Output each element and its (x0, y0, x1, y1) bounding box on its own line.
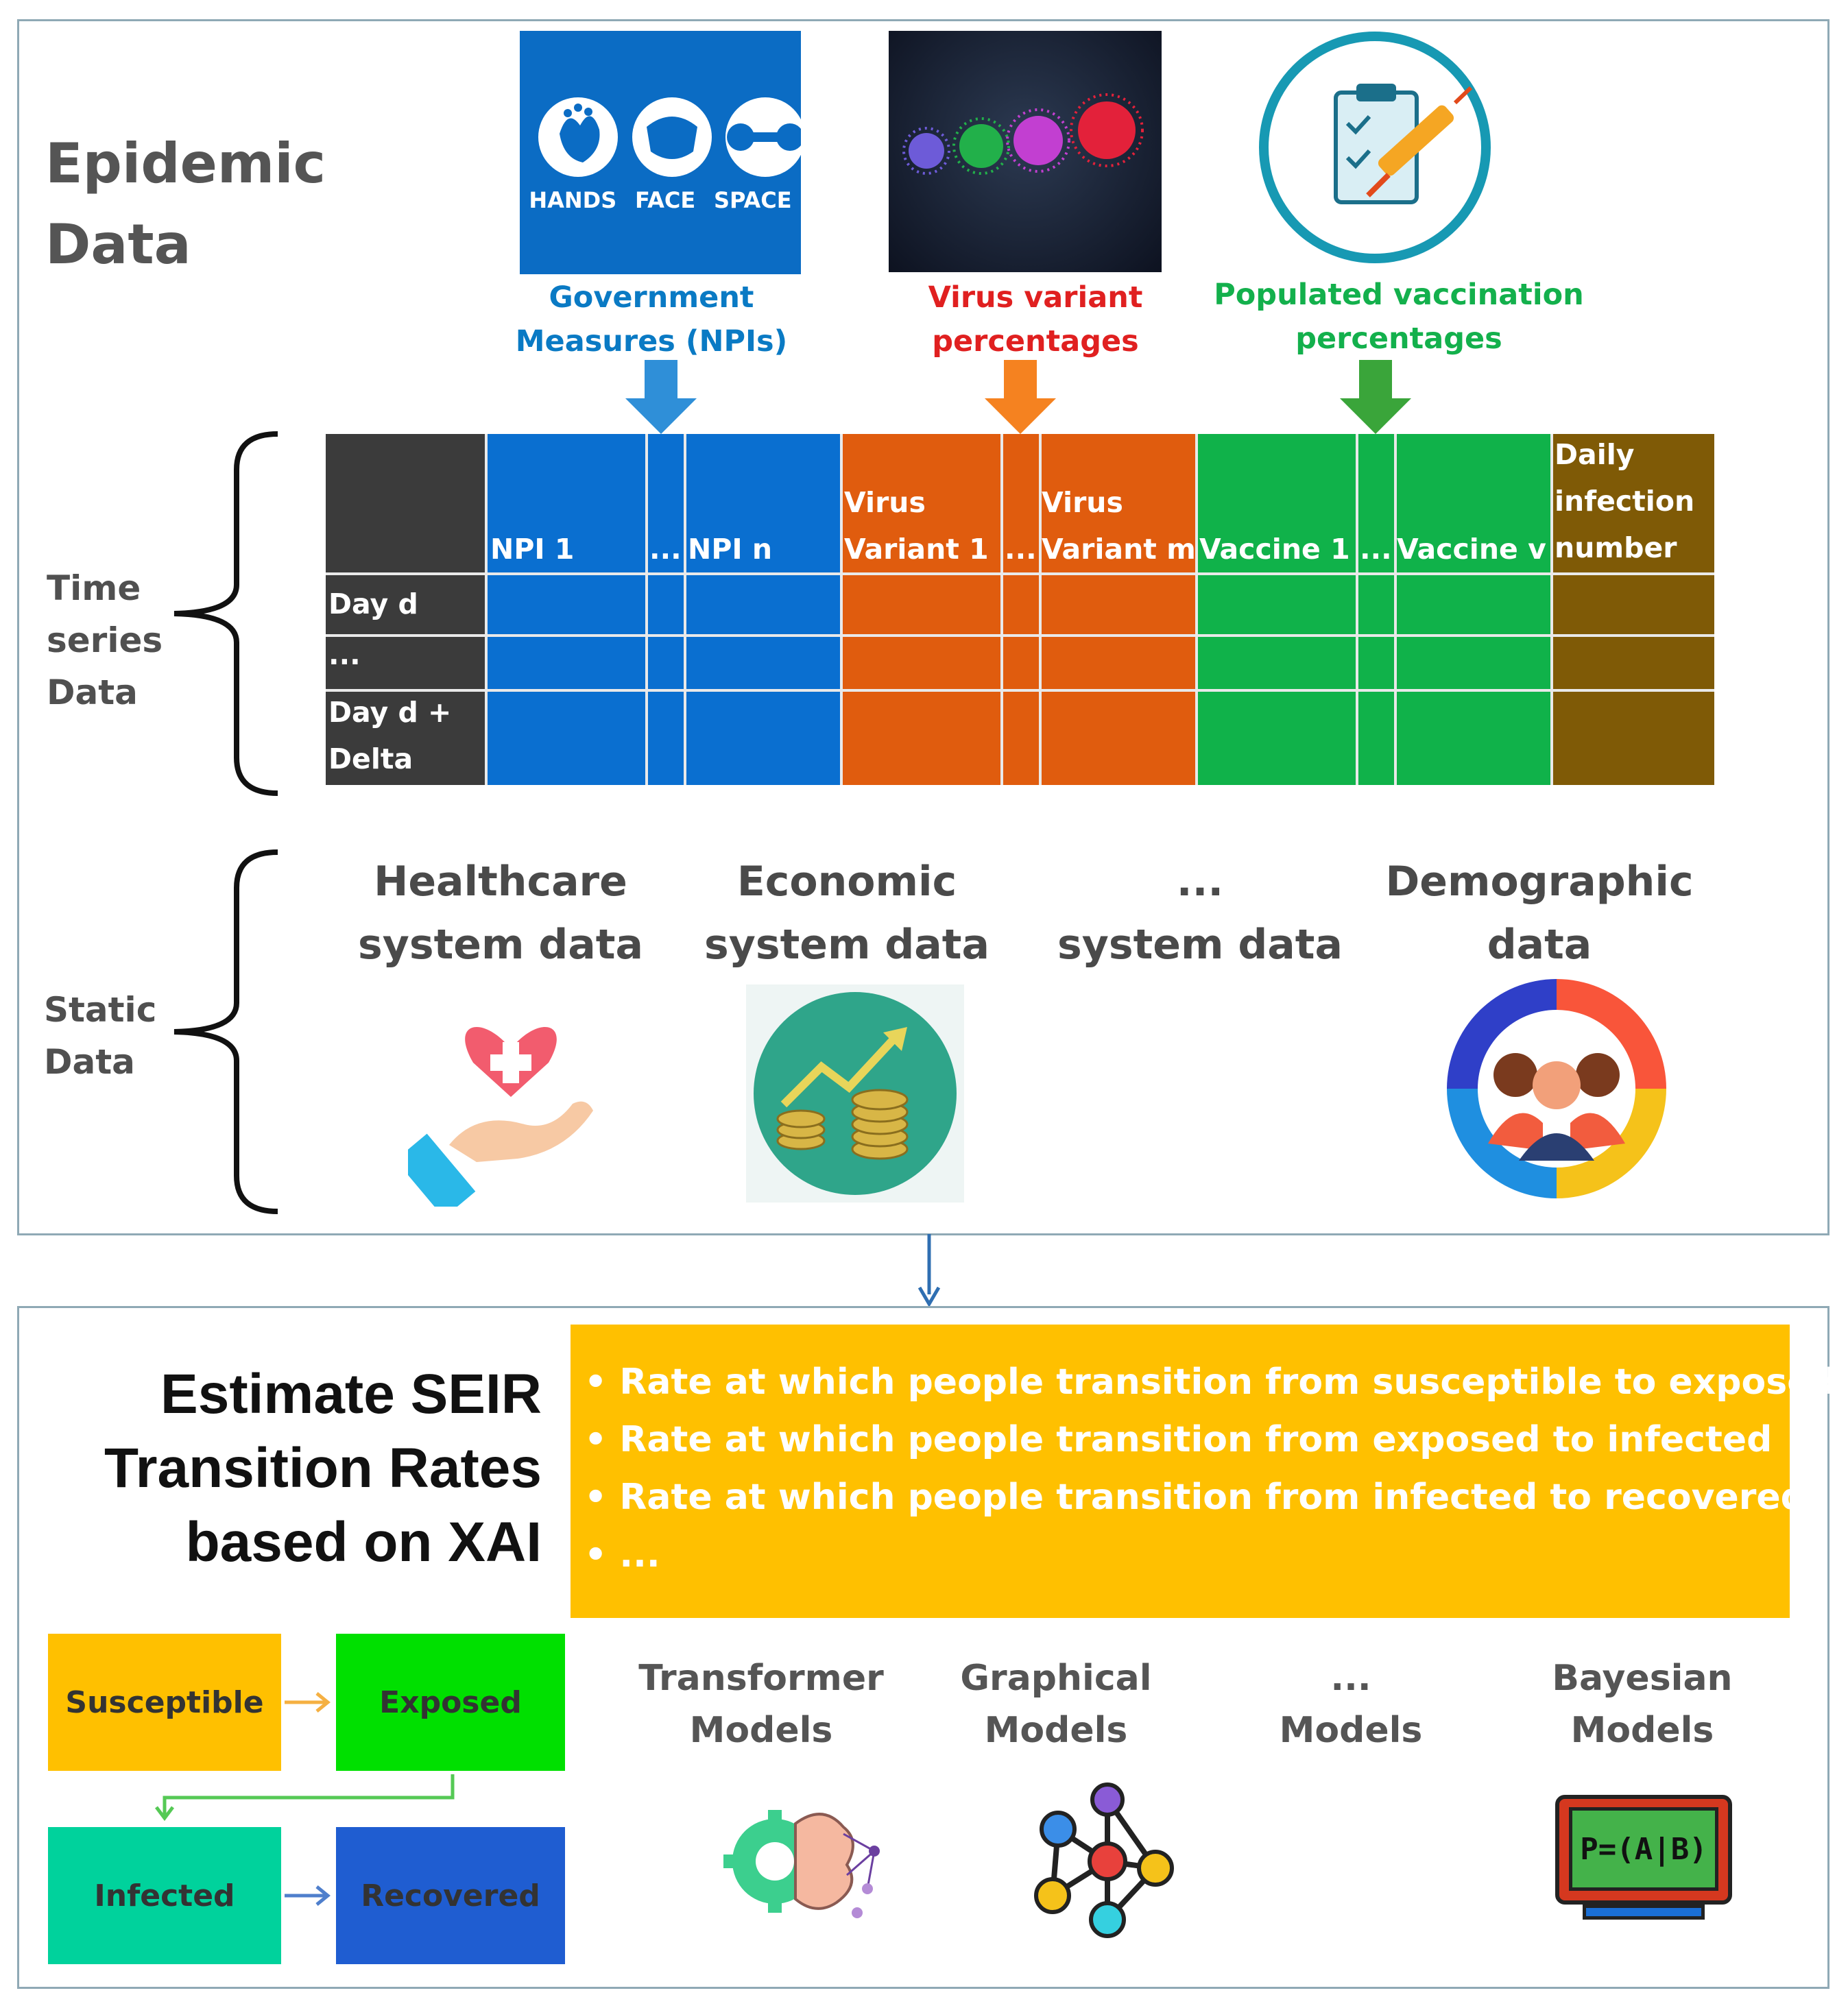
static-data-label: Static Data (44, 990, 157, 1082)
npi-arrow-icon (625, 360, 697, 434)
header-npi-dots: ... (649, 533, 682, 566)
hands-label: HANDS (529, 187, 617, 213)
time-series-table: NPI 1 ... NPI n Virus Variant 1 ... Viru… (326, 434, 1714, 785)
bullet-susceptible-exposed: • Rate at which people transition from s… (584, 1362, 1837, 1403)
header-vaccine-1: Vaccine 1 (1199, 533, 1350, 566)
brain-gear-icon (723, 1810, 880, 1918)
other-system-title: ... system data (1057, 858, 1343, 969)
demographic-title: Demographic data (1385, 858, 1694, 969)
header-virus-m: Virus Variant m (1042, 486, 1196, 566)
bayesian-models-title: Bayesian Models (1552, 1658, 1733, 1751)
epidemic-data-panel (17, 19, 1829, 1235)
row-label-column (326, 434, 486, 785)
infected-box: Infected (48, 1827, 281, 1964)
clipboard-syringe-icon (1259, 32, 1491, 263)
vaccine-columns (1197, 434, 1552, 785)
bullet-infected-recovered: • Rate at which people transition from i… (584, 1477, 1806, 1518)
row-day-d-delta: Day d + Delta (328, 696, 452, 775)
other-models-title: ... Models (1279, 1658, 1423, 1751)
header-virus-1: Virus Variant 1 (844, 486, 989, 566)
virus-columns (841, 434, 1197, 785)
time-series-brace-icon (173, 431, 278, 796)
npi-image: HANDS FACE SPACE (520, 31, 805, 274)
virus-variants-image (889, 31, 1162, 272)
vaccine-arrow-icon (1340, 360, 1411, 434)
transition-rates-box: • Rate at which people transition from s… (571, 1325, 1837, 1618)
formula-text: P=(A|B) (1569, 1807, 1718, 1891)
vaccination-image (1255, 27, 1495, 267)
connector-arrow-icon (917, 1234, 941, 1306)
header-daily-infection: Daily infection number (1555, 438, 1695, 564)
header-vaccine-v: Vaccine v (1397, 533, 1546, 566)
row-dots: ... (328, 638, 361, 671)
virus-caption: Virus variant percentages (928, 280, 1143, 359)
daily-infection-column (1552, 434, 1714, 785)
coins-growth-icon (746, 984, 964, 1203)
bullet-exposed-infected: • Rate at which people transition from e… (584, 1419, 1773, 1460)
vaccination-caption: Populated vaccination percentages (1214, 278, 1584, 356)
economic-title: Economic system data (704, 858, 989, 969)
epidemic-data-title: Epidemic Data (45, 132, 326, 276)
virus-icon (902, 93, 1144, 175)
header-npi-1: NPI 1 (490, 533, 575, 566)
formula-board-icon: P=(A|B) (1555, 1795, 1732, 1925)
seir-title: Estimate SEIR Transition Rates based on … (104, 1363, 542, 1573)
transformer-models-title: Transformer Models (638, 1658, 884, 1751)
npi-columns (486, 434, 841, 785)
heart-hand-icon (408, 1026, 593, 1207)
exposed-box: Exposed (336, 1634, 565, 1771)
header-virus-dots: ... (1005, 533, 1037, 566)
bullet-more: • ... (584, 1534, 660, 1575)
people-ring-icon (1447, 979, 1666, 1198)
virus-arrow-icon (985, 360, 1056, 434)
hands-face-space-icon (538, 97, 805, 177)
npi-caption: Government Measures (NPIs) (515, 280, 788, 359)
header-vaccine-dots: ... (1360, 533, 1392, 566)
space-label: SPACE (713, 187, 792, 213)
seir-panel (17, 1306, 1829, 1989)
graphical-models-title: Graphical Models (960, 1658, 1152, 1751)
time-series-label: Time series Data (47, 568, 163, 712)
row-day-d: Day d (328, 588, 418, 620)
static-data-brace-icon (173, 849, 278, 1214)
healthcare-title: Healthcare system data (358, 858, 643, 969)
recovered-box: Recovered (336, 1827, 565, 1964)
face-label: FACE (634, 187, 696, 213)
header-npi-n: NPI n (688, 533, 773, 566)
susceptible-box: Susceptible (48, 1634, 281, 1771)
network-graph-icon (1034, 1783, 1174, 1938)
